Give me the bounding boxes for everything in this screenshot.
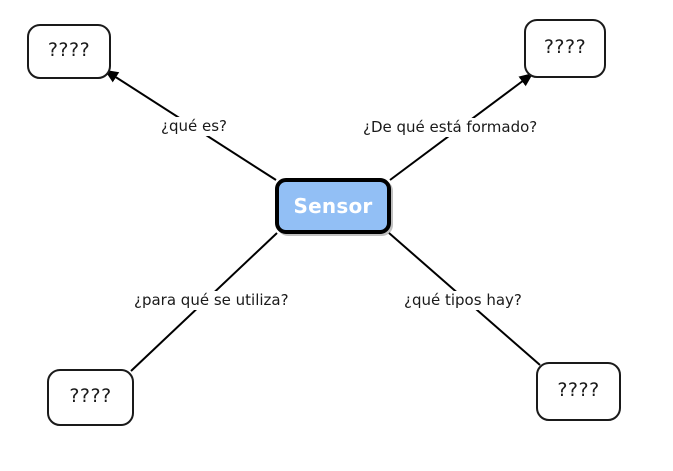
leaf-node-bottom-right[interactable]: ???? (536, 362, 621, 421)
leaf-node-top-left[interactable]: ???? (27, 24, 111, 79)
leaf-node-bottom-left[interactable]: ???? (47, 369, 134, 426)
center-node-sensor[interactable]: Sensor (275, 178, 391, 234)
leaf-node-bottom-right-label: ???? (557, 379, 600, 401)
center-node-label: Sensor (293, 194, 373, 218)
edge-label-ques-es: ¿qué es? (157, 117, 231, 137)
edge-label-de-que-esta-formado: ¿De qué está formado? (359, 118, 542, 138)
leaf-node-top-left-label: ???? (47, 39, 91, 61)
edge-label-para-que-se-utiliza: ¿para qué se utiliza? (130, 291, 293, 311)
leaf-node-top-right[interactable]: ???? (524, 19, 606, 78)
edge-label-que-tipos-hay: ¿qué tipos hay? (400, 291, 526, 311)
leaf-node-top-right-label: ???? (543, 36, 587, 58)
leaf-node-bottom-left-label: ???? (69, 385, 112, 407)
